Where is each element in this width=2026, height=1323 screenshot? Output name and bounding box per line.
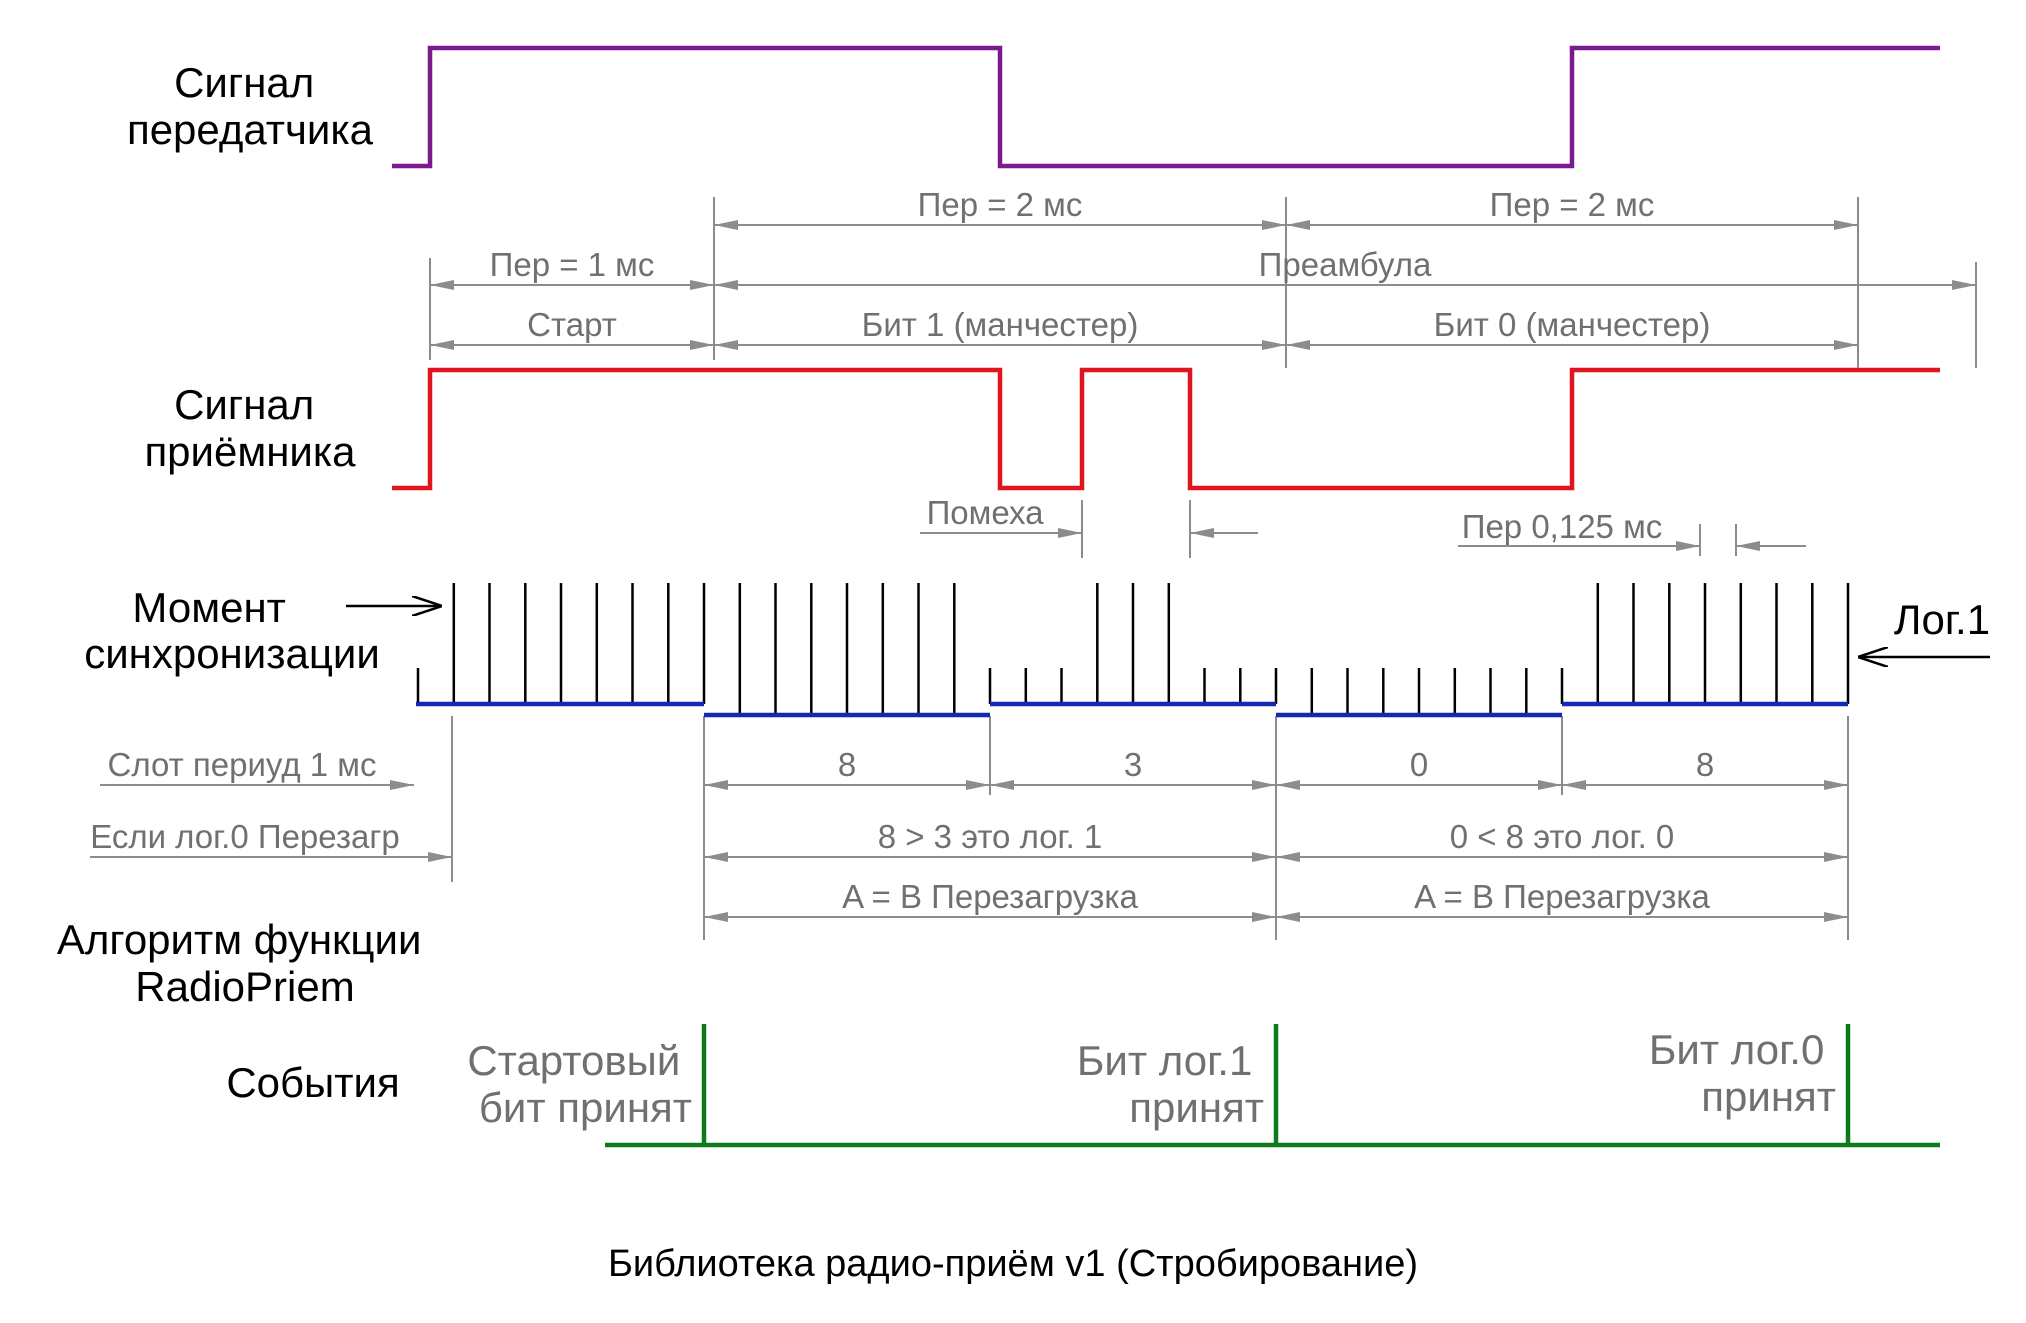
- dim-start: Старт: [527, 306, 617, 343]
- reset-label-2: A = B Перезагрузка: [1414, 878, 1710, 915]
- event-bit1-text: Бит лог.1 принят: [1077, 1037, 1264, 1131]
- tx-signal-label: Сигнал передатчика: [127, 59, 374, 153]
- event-start-bit-text: Стартовый бит принят: [467, 1037, 692, 1131]
- reset-label-1: A = B Перезагрузка: [842, 878, 1138, 915]
- event-bit0-text: Бит лог.0 принят: [1649, 1026, 1836, 1120]
- sync-moment-label: Момент синхронизации: [84, 584, 380, 677]
- dim-per-1ms: Пер = 1 мс: [490, 246, 655, 283]
- slot-count-3: 0: [1410, 746, 1428, 783]
- rx-signal-label: Сигнал приёмника: [144, 381, 356, 475]
- extension-lines: [429, 197, 1977, 940]
- dim-preamble: Преамбула: [1259, 246, 1432, 283]
- if-log0-reset-label: Если лог.0 Перезагр: [90, 818, 400, 855]
- algorithm-label: Алгоритм функции RadioPriem: [57, 916, 433, 1010]
- slot-count-2: 3: [1124, 746, 1142, 783]
- dim-per-2ms-second: Пер = 2 мс: [1490, 186, 1655, 223]
- slot-bars: [416, 701, 1848, 718]
- dim-per-2ms-first: Пер = 2 мс: [918, 186, 1083, 223]
- dim-noise: Помеха: [927, 494, 1045, 531]
- slot-period-label: Слот периуд 1 мс: [108, 746, 377, 783]
- figure-caption: Библиотека радио-приём v1 (Стробирование…: [608, 1243, 1418, 1285]
- events-label: События: [226, 1059, 399, 1106]
- sampling-ticks: [416, 583, 1850, 715]
- dimension-lines: [90, 220, 1976, 922]
- dim-per-0125: Пер 0,125 мс: [1462, 508, 1663, 545]
- slot-count-1: 8: [838, 746, 856, 783]
- log1-label: Лог.1: [1894, 596, 1990, 643]
- dim-bit1: Бит 1 (манчестер): [862, 306, 1139, 343]
- compare-log0-label: 0 < 8 это лог. 0: [1450, 818, 1675, 855]
- dim-bit0: Бит 0 (манчестер): [1434, 306, 1711, 343]
- compare-log1-label: 8 > 3 это лог. 1: [878, 818, 1103, 855]
- rx-waveform: [392, 367, 1940, 491]
- tx-waveform: [392, 45, 1940, 169]
- slot-count-4: 8: [1696, 746, 1714, 783]
